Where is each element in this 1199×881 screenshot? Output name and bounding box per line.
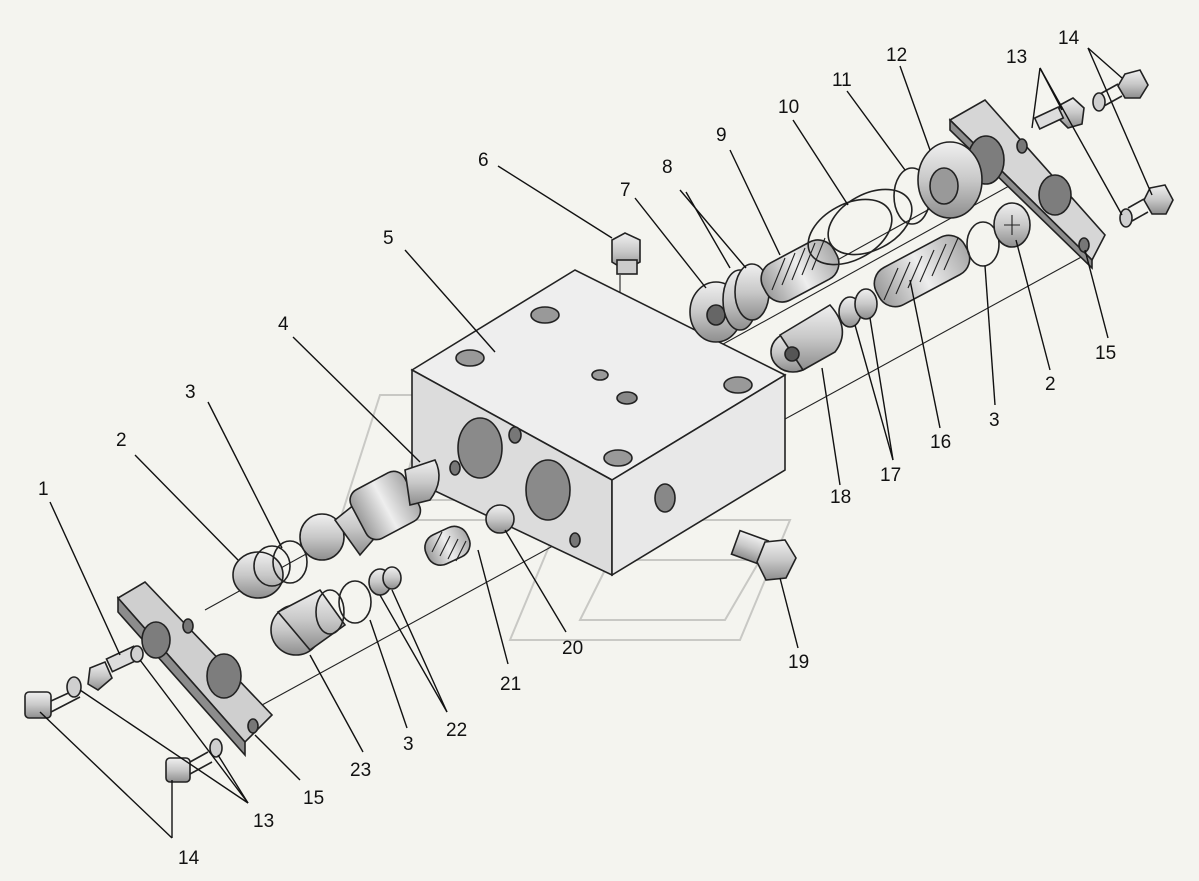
plunger-18 (770, 303, 844, 373)
label-11: 11 (832, 70, 852, 91)
oring-3-lower (338, 580, 372, 624)
label-19: 19 (788, 652, 809, 673)
label-14-right: 14 (1058, 28, 1080, 49)
piston-4 (299, 459, 440, 561)
label-22: 22 (446, 720, 467, 741)
label-6: 6 (478, 150, 489, 171)
label-16: 16 (930, 432, 951, 453)
label-13-right: 13 (1006, 47, 1027, 68)
label-21: 21 (500, 674, 521, 695)
label-3-right: 3 (989, 410, 1000, 431)
label-8: 8 (662, 157, 673, 178)
oring-3-right (966, 221, 1000, 267)
plug-6 (611, 232, 641, 275)
seals-17 (838, 288, 878, 328)
left-flange-plate (116, 580, 274, 758)
label-17: 17 (880, 465, 901, 486)
left-oring-3 (272, 540, 308, 584)
plug-19 (730, 529, 797, 581)
valve-body (410, 269, 787, 577)
label-18: 18 (830, 487, 851, 508)
leader-lines (39, 47, 1153, 839)
right-flange-plate (948, 98, 1106, 270)
label-14-left: 14 (178, 848, 200, 869)
callout-labels: 1 2 3 4 5 6 7 8 9 10 11 12 13 14 15 2 3 … (38, 28, 1116, 869)
left-cap-2 (232, 545, 291, 599)
label-23: 23 (350, 760, 371, 781)
label-12: 12 (886, 45, 907, 66)
seal-22 (368, 566, 402, 596)
label-7: 7 (620, 180, 631, 201)
label-5: 5 (383, 228, 394, 249)
spring-16 (873, 234, 971, 308)
label-13-left: 13 (253, 811, 274, 832)
left-washer-13-upper (66, 676, 82, 698)
label-9: 9 (716, 125, 727, 146)
label-3-lower: 3 (403, 734, 414, 755)
left-bolt-14-lower (165, 738, 223, 783)
label-1: 1 (38, 479, 49, 500)
label-15-right: 15 (1095, 343, 1116, 364)
nut-1 (87, 645, 144, 691)
spring-9 (760, 237, 840, 303)
cap-12 (917, 141, 983, 219)
label-2-left: 2 (116, 430, 127, 451)
ball-20 (485, 504, 515, 534)
label-4: 4 (278, 314, 289, 335)
right-bolt-14-lower (1119, 184, 1174, 228)
spring-10 (807, 188, 913, 266)
label-3-left: 3 (185, 382, 196, 403)
label-10: 10 (778, 97, 799, 118)
right-nut-13 (1033, 97, 1085, 130)
label-2-right: 2 (1045, 374, 1056, 395)
right-bolt-14-upper (1092, 69, 1149, 112)
spring-21 (424, 525, 471, 566)
label-20: 20 (562, 638, 583, 659)
plunger-23 (270, 588, 347, 656)
cap-2-right (993, 202, 1031, 248)
label-15-left: 15 (303, 788, 324, 809)
